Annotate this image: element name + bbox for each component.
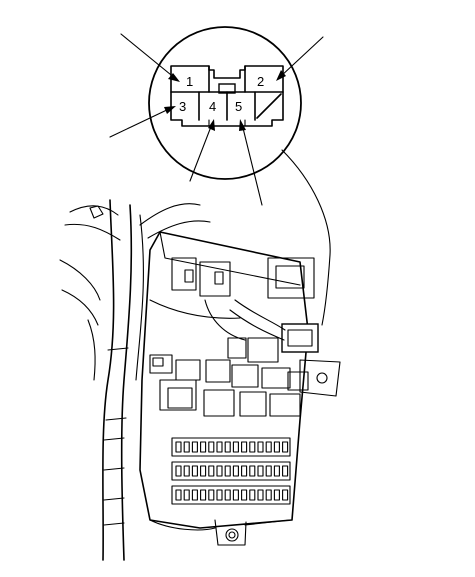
fuse-slot <box>257 489 264 501</box>
fuse-rows <box>171 437 291 505</box>
mounting-bracket <box>299 359 341 397</box>
fuse-slot <box>183 465 190 477</box>
fuse-slot <box>191 441 198 453</box>
fuse-relay-box <box>139 231 341 546</box>
pin-label-4: 4 <box>209 99 216 114</box>
fuse-slot <box>216 489 223 501</box>
relay-upper <box>171 257 315 299</box>
fuse-slot <box>249 441 256 453</box>
fuse-slot <box>257 465 264 477</box>
fuse-slot <box>232 489 239 501</box>
fuse-slot <box>241 465 248 477</box>
arrow-to-pin-2 <box>276 36 324 81</box>
fuse-slot <box>200 441 207 453</box>
fuse-slot <box>282 441 289 453</box>
fuse-slot <box>257 441 264 453</box>
fuse-slot <box>265 441 272 453</box>
fuse-slot <box>216 465 223 477</box>
fuse-slot <box>249 465 256 477</box>
callout-leader-tail <box>281 149 331 326</box>
fuse-slot <box>273 441 280 453</box>
fuse-slot <box>224 489 231 501</box>
pin-label-5: 5 <box>235 99 242 114</box>
fuse-slot <box>224 441 231 453</box>
fuse-slot <box>200 465 207 477</box>
relay-grid <box>149 337 309 417</box>
fuse-slot <box>282 465 289 477</box>
fuse-slot <box>175 441 182 453</box>
fuse-slot <box>273 465 280 477</box>
fuse-slot <box>265 489 272 501</box>
fuse-slot <box>232 465 239 477</box>
fuse-slot <box>232 441 239 453</box>
leader-arrows <box>109 33 331 326</box>
fuse-slot <box>175 465 182 477</box>
arrow-to-pin-3 <box>109 106 176 138</box>
fuse-slot <box>191 465 198 477</box>
connector-face <box>170 65 284 127</box>
fuse-slot <box>224 465 231 477</box>
pin-label-2: 2 <box>257 74 264 89</box>
fuse-slot <box>191 489 198 501</box>
fuse-slot <box>208 465 215 477</box>
wire-harness <box>59 199 211 561</box>
fuse-slot <box>208 441 215 453</box>
fuse-slot <box>249 489 256 501</box>
fuse-slot <box>183 489 190 501</box>
empty-cavity-mark <box>256 93 282 119</box>
fuse-slot <box>282 489 289 501</box>
fuse-slot <box>241 441 248 453</box>
fuse-slot <box>175 489 182 501</box>
arrow-to-pin-1 <box>120 33 180 82</box>
fuse-slot <box>208 489 215 501</box>
target-connector <box>204 299 319 353</box>
fuse-slot <box>200 489 207 501</box>
callout-circle <box>148 26 302 180</box>
connector-detail-callout: 1 2 3 4 5 <box>148 26 302 180</box>
pin-label-1: 1 <box>186 74 193 89</box>
bottom-tab <box>214 519 247 546</box>
fuse-slot <box>216 441 223 453</box>
fuse-slot <box>273 489 280 501</box>
pin-label-3: 3 <box>179 99 186 114</box>
arrow-to-pin-4 <box>189 119 215 182</box>
fuse-slot <box>265 465 272 477</box>
arrow-to-pin-5 <box>239 119 263 206</box>
fuse-slot <box>241 489 248 501</box>
fuse-slot <box>183 441 190 453</box>
